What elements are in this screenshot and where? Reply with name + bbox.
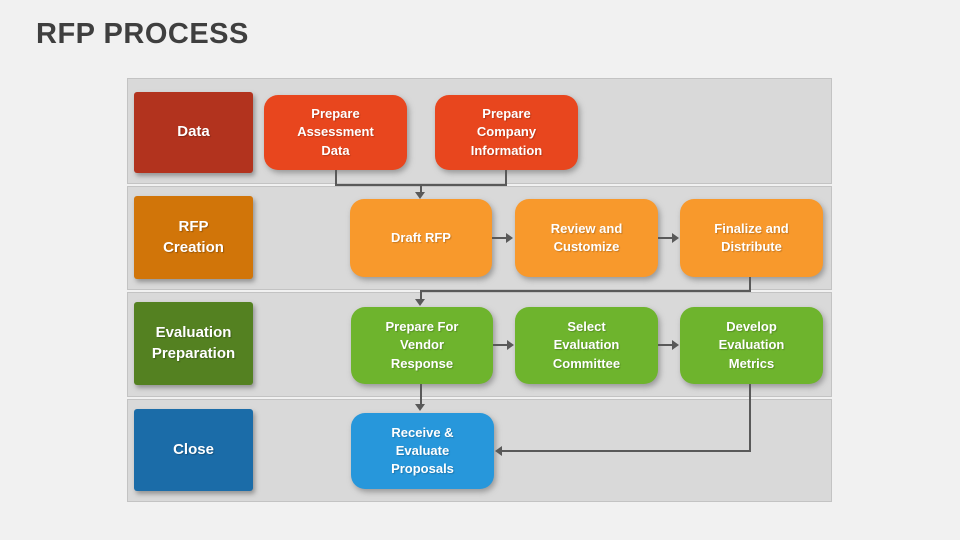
page-title: RFP PROCESS: [36, 18, 249, 50]
lane-label-data: Data: [134, 92, 253, 173]
process-box-develop-evaluation-metrics: Develop Evaluation Metrics: [680, 307, 823, 384]
arrowhead-select-to-develop: [672, 340, 679, 350]
connector-into-vendor-response: [420, 290, 422, 300]
arrowhead-review-to-finalize: [672, 233, 679, 243]
connector-metrics-back-horizontal: [502, 450, 751, 452]
connector-prepare-to-select: [493, 344, 509, 346]
connector-draft-to-review: [492, 237, 508, 239]
process-box-prepare-company-information: Prepare Company Information: [435, 95, 578, 170]
process-box-prepare-assessment-data: Prepare Assessment Data: [264, 95, 407, 170]
arrowhead-draft-to-review: [506, 233, 513, 243]
connector-company-info-down: [505, 170, 507, 185]
connector-finalize-back-horizontal: [420, 290, 751, 292]
connector-assessment-data-down: [335, 170, 337, 185]
connector-review-to-finalize: [658, 237, 674, 239]
connector-vendor-response-down: [420, 384, 422, 405]
arrowhead-into-receive-proposals: [415, 404, 425, 411]
process-box-draft-rfp: Draft RFP: [350, 199, 492, 277]
arrowhead-into-draft-rfp: [415, 192, 425, 199]
arrowhead-into-vendor-response: [415, 299, 425, 306]
connector-into-draft-rfp: [420, 184, 422, 193]
process-box-review-and-customize: Review and Customize: [515, 199, 658, 277]
process-box-receive-evaluate-proposals: Receive & Evaluate Proposals: [351, 413, 494, 489]
process-box-finalize-and-distribute: Finalize and Distribute: [680, 199, 823, 277]
arrowhead-metrics-into-receive: [495, 446, 502, 456]
process-box-prepare-for-vendor-response: Prepare For Vendor Response: [351, 307, 493, 384]
process-box-select-evaluation-committee: Select Evaluation Committee: [515, 307, 658, 384]
lane-label-evaluation-preparation: Evaluation Preparation: [134, 302, 253, 385]
connector-finalize-down: [749, 277, 751, 292]
lane-label-rfp-creation: RFP Creation: [134, 196, 253, 279]
connector-select-to-develop: [658, 344, 674, 346]
arrowhead-prepare-to-select: [507, 340, 514, 350]
connector-metrics-down: [749, 384, 751, 452]
lane-label-close: Close: [134, 409, 253, 491]
